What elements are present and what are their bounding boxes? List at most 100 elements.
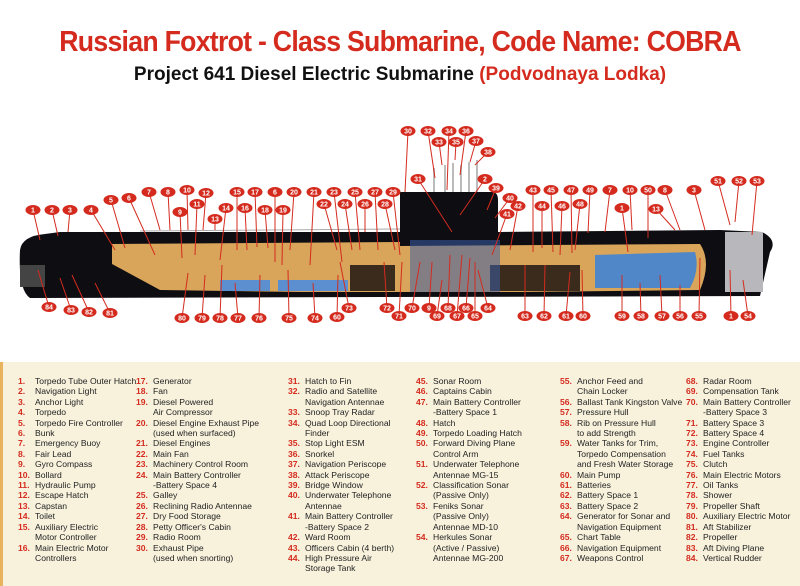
callout-leader-line	[446, 130, 450, 191]
callout-leader-line	[639, 282, 642, 317]
legend-item: 15.Auxiliary Electric Motor Controller	[18, 522, 136, 543]
callout-number: 10	[183, 188, 191, 195]
legend-item-number: 40.	[288, 490, 300, 501]
legend-item-label: Snoop Tray Radar	[305, 407, 375, 418]
callout-top-21: 21	[306, 187, 322, 266]
callout-number: 23	[330, 190, 338, 197]
callout-badge	[563, 185, 579, 195]
callout-badge	[633, 311, 649, 321]
legend-item-number: 6.	[18, 428, 26, 439]
legend-item-number: 11.	[18, 480, 30, 491]
callout-top-28: 28	[377, 199, 396, 251]
callout-number: 38	[484, 150, 492, 157]
callout-top-41: 41	[491, 209, 515, 256]
legend-item: 66.Navigation Equipment	[560, 543, 682, 553]
callout-number: 47	[567, 188, 575, 195]
callout-leader-line	[201, 274, 206, 319]
callout-badge	[420, 126, 436, 136]
callout-badge	[672, 311, 688, 321]
callout-top-7: 7	[602, 185, 618, 233]
legend-item-label: Shower	[703, 490, 733, 501]
callout-badge	[341, 303, 357, 313]
legend-item-label: Attack Periscope	[305, 469, 370, 480]
legend-item-number: 20.	[136, 417, 148, 428]
legend-item-number: 37.	[288, 459, 300, 470]
callout-number: 64	[484, 306, 492, 313]
callout-leader-line	[179, 211, 183, 259]
callout-top-32: 32	[420, 126, 436, 179]
legend-item-label: Fuel Tanks	[703, 448, 745, 459]
callout-badge	[510, 201, 526, 211]
callout-leader-line	[181, 272, 189, 319]
legend-item-label: Classification Sonar (Passive Only)	[433, 480, 509, 501]
legend-item: 65.Chart Table	[560, 532, 682, 542]
legend-item: 82.Propeller	[686, 532, 791, 542]
legend-item-number: 71.	[686, 417, 698, 428]
legend-item-number: 67.	[560, 552, 572, 563]
legend-item: 64.Generator for Sonar and Navigation Eq…	[560, 511, 682, 532]
legend-item-number: 15.	[18, 521, 30, 532]
legend-item-label: Oil Tanks	[703, 480, 739, 491]
callout-badge	[558, 311, 574, 321]
callout-number: 56	[676, 314, 684, 321]
callout-badge	[194, 313, 210, 323]
legend-item-label: Battery Space 4	[703, 428, 765, 439]
callout-leader-line	[309, 191, 315, 266]
legend-item-number: 55.	[560, 376, 572, 386]
callout-bottom-63: 63	[517, 265, 533, 321]
forward-tanks	[595, 252, 697, 288]
callout-badge	[410, 174, 426, 184]
callout-top-42: 42	[509, 201, 526, 251]
callout-number: 78	[216, 316, 224, 323]
callout-bottom-81: 81	[94, 282, 118, 318]
legend-item-number: 36.	[288, 448, 300, 459]
callout-leader-line	[477, 269, 489, 309]
callout-top-39: 39	[486, 183, 504, 211]
page-title: Russian Foxtrot - Class Submarine, Code …	[59, 26, 741, 58]
callout-badge	[554, 201, 570, 211]
legend-item: 79.Propeller Shaft	[686, 501, 791, 511]
callout-badge	[477, 174, 493, 184]
callout-leader-line	[186, 189, 189, 231]
legend-item-label: Pressure Hull	[577, 407, 629, 418]
callout-top-1: 1	[25, 205, 41, 241]
callout-number: 27	[371, 190, 379, 197]
callout-top-6: 6	[121, 193, 156, 256]
legend-item-label: Galley	[153, 490, 178, 501]
legend-item: 76.Main Electric Motors	[686, 470, 791, 480]
legend-item-number: 77.	[686, 480, 698, 491]
legend-item: 50.Forward Diving Plane Control Arm	[416, 438, 522, 459]
legend-item: 58.Rib on Pressure Hull to add Strength	[560, 418, 682, 439]
legend-item-label: Radio and Satellite Navigation Antennae	[305, 386, 385, 407]
callout-badge	[536, 311, 552, 321]
callout-leader-line	[587, 189, 591, 234]
callout-number: 14	[222, 206, 230, 213]
callout-top-8: 8	[657, 185, 681, 231]
callout-leader-line	[742, 279, 749, 317]
callout-number: 34	[445, 129, 453, 136]
callout-leader-line	[219, 207, 227, 261]
legend-item-label: Diesel Engine Exhaust Pipe (used when su…	[153, 417, 260, 439]
callout-number: 16	[241, 206, 249, 213]
legend-item-label: High Pressure Air Storage Tank	[305, 552, 372, 574]
callout-number: 7	[608, 188, 612, 195]
callout-badge	[44, 205, 60, 215]
legend-item-label: Reclining Radio Antennae	[153, 500, 252, 511]
callout-badge	[81, 307, 97, 317]
legend-item-number: 76.	[686, 469, 698, 480]
legend-item: 21.Diesel Engines	[136, 438, 259, 448]
callout-top-50: 50	[640, 185, 656, 238]
legend-item-number: 74.	[686, 448, 698, 459]
callout-top-2: 2	[44, 205, 60, 237]
callout-top-47: 47	[563, 185, 579, 254]
callout-number: 26	[361, 202, 369, 209]
legend-item-label: Propeller Shaft	[703, 500, 760, 511]
legend-item-label: Chart Table	[577, 532, 621, 543]
legend-item-number: 35.	[288, 438, 300, 449]
legend-item-number: 38.	[288, 469, 300, 480]
legend-item-label: Captains Cabin	[433, 386, 492, 397]
legend-item-label: Toilet	[35, 511, 56, 522]
legend-item-number: 59.	[560, 438, 572, 449]
